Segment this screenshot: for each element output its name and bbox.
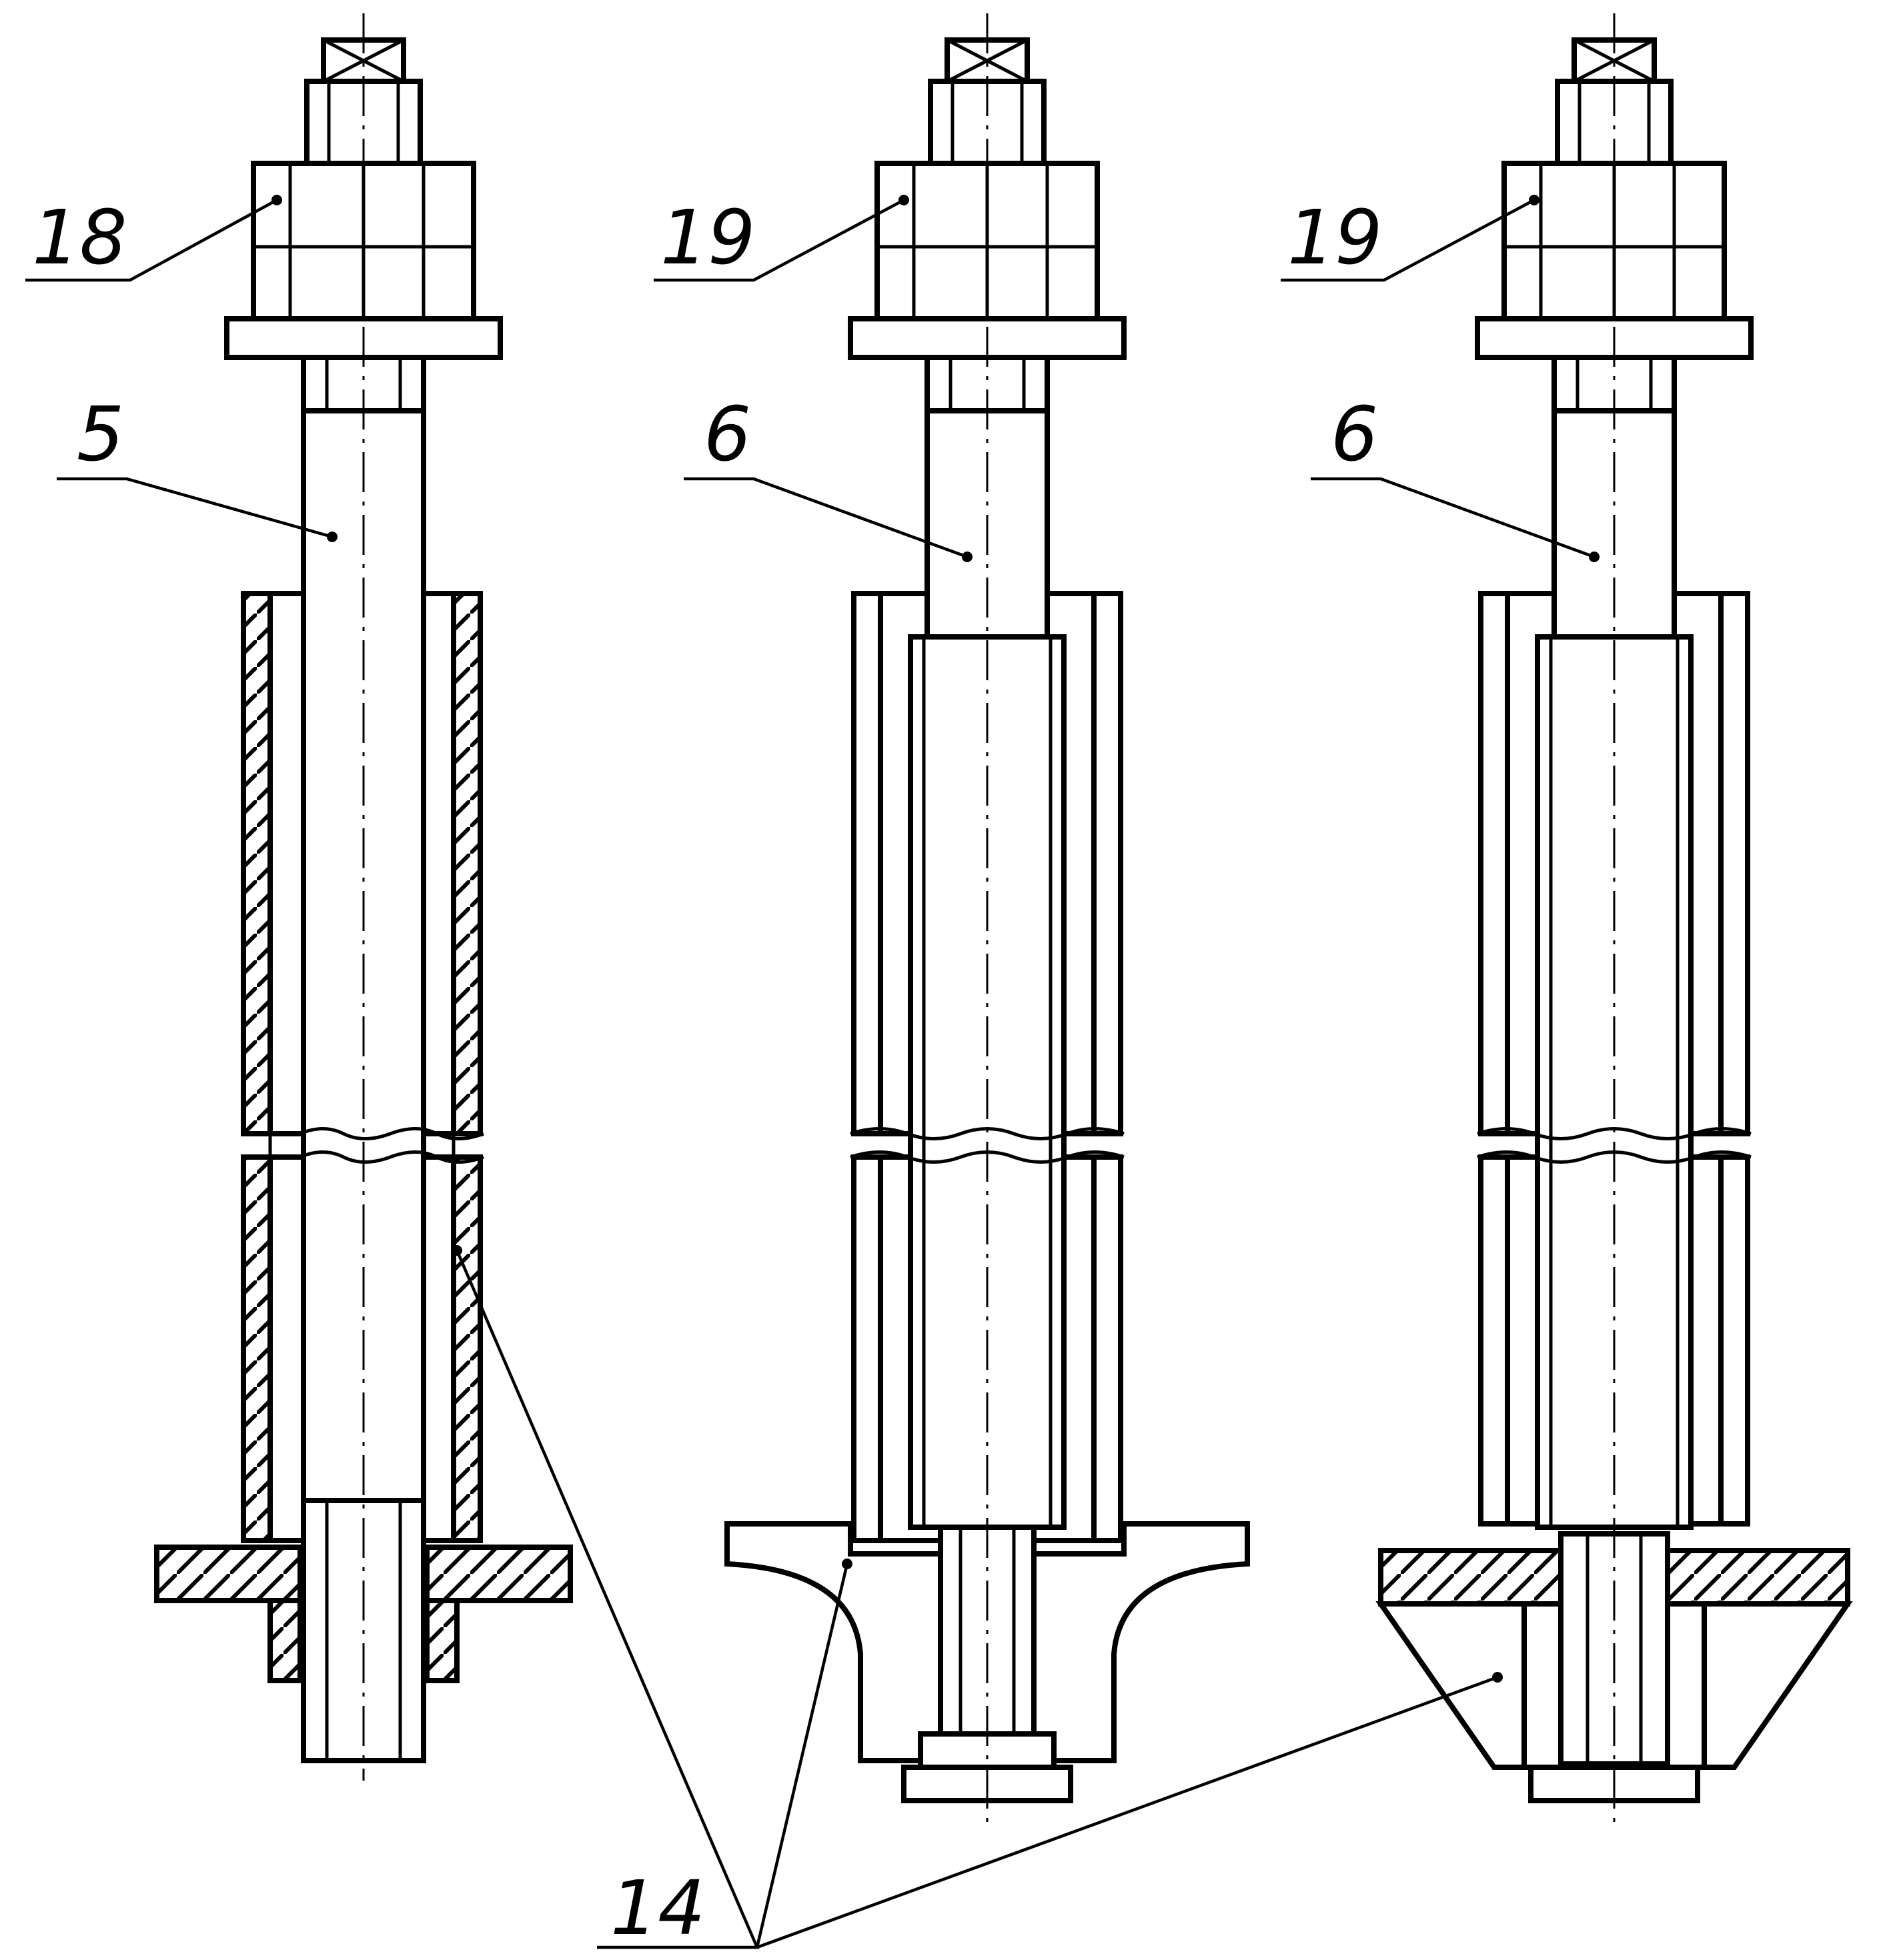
- callout-19-middle: 19: [660, 195, 756, 281]
- callout-5: 5: [77, 391, 124, 478]
- callout-19-right: 19: [1287, 195, 1383, 281]
- base-plate-left: [154, 1545, 573, 1683]
- bolt-assembly-middle: [724, 13, 1250, 1827]
- bolt-assembly-left: [154, 13, 573, 1781]
- callout-14: 14: [610, 1865, 706, 1952]
- leader-lines: [25, 195, 1600, 1949]
- callout-6-middle: 6: [704, 391, 751, 478]
- callout-6-right: 6: [1331, 391, 1378, 478]
- callout-18: 18: [32, 195, 127, 281]
- bolt-assembly-right: [1375, 13, 1853, 1827]
